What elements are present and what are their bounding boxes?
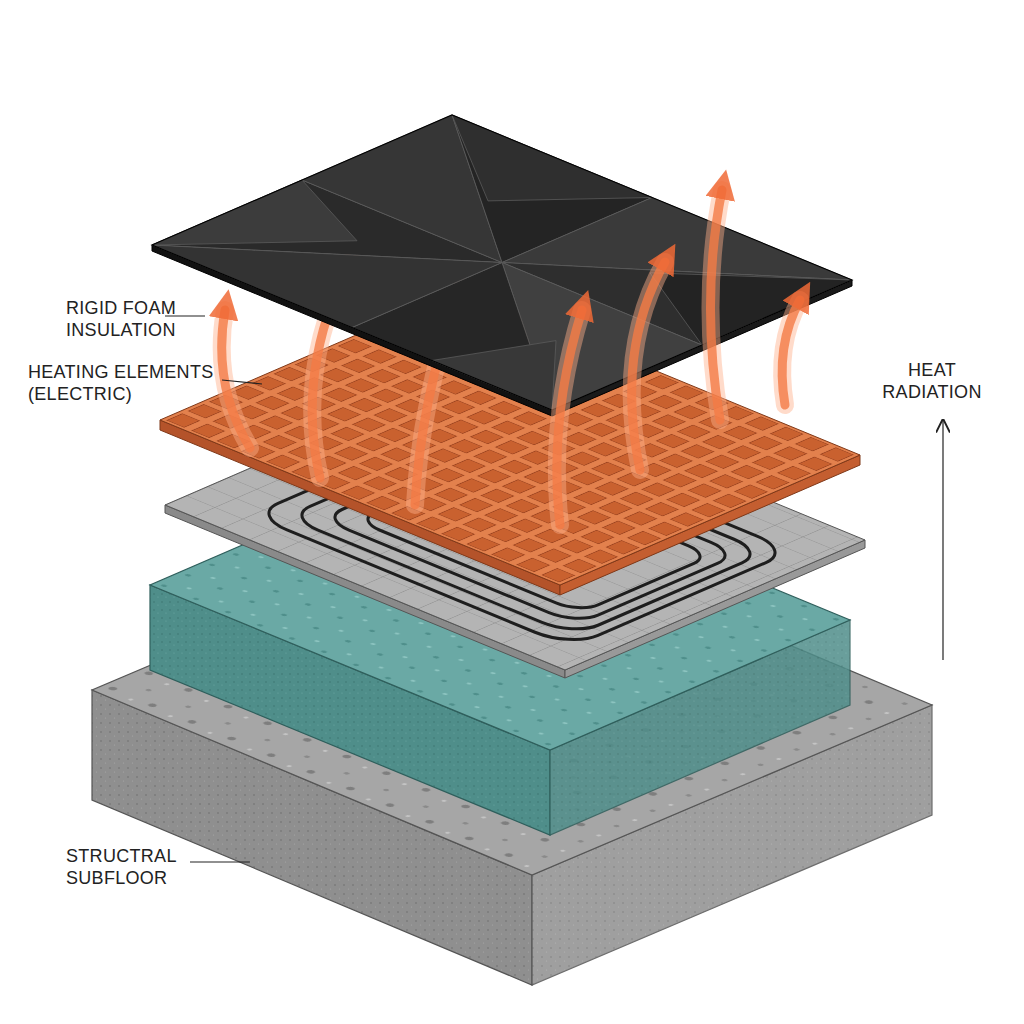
part-label: STRUCTRAL SUBFLOOR — [66, 846, 191, 889]
part-label: HEATING ELEMENTS (ELECTRIC) — [28, 362, 228, 405]
heat-arrows — [557, 190, 800, 525]
direction-arrow — [942, 420, 943, 660]
floor-tile — [152, 115, 852, 416]
leader-lines — [165, 316, 262, 862]
part-label: RIGID FOAM INSULATION — [66, 298, 206, 341]
part-label: HEAT RADIATION — [872, 360, 992, 403]
